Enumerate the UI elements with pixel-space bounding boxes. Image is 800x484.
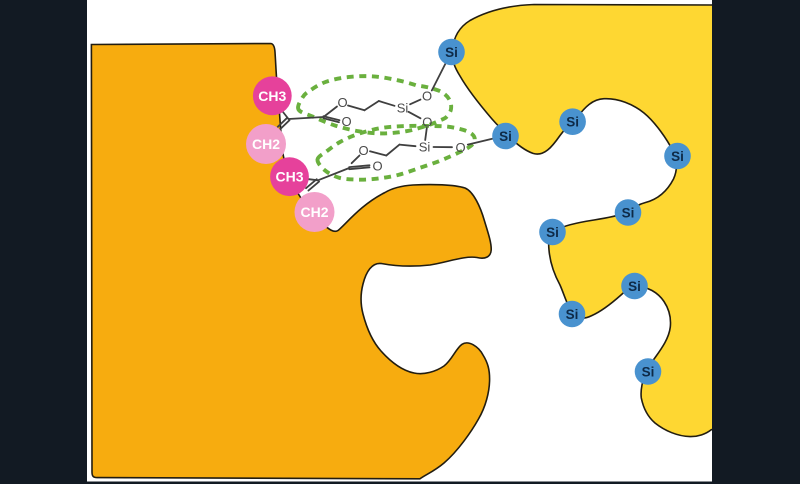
svg-text:CH3: CH3 bbox=[275, 169, 303, 185]
svg-text:CH3: CH3 bbox=[258, 88, 286, 104]
svg-text:Si: Si bbox=[566, 307, 579, 322]
svg-text:O: O bbox=[422, 89, 432, 104]
svg-text:O: O bbox=[455, 140, 465, 155]
svg-text:Si: Si bbox=[445, 45, 458, 60]
svg-text:O: O bbox=[372, 159, 382, 174]
svg-text:Si: Si bbox=[628, 279, 641, 294]
svg-text:O: O bbox=[337, 95, 347, 110]
svg-text:CH2: CH2 bbox=[252, 136, 280, 152]
svg-text:Si: Si bbox=[671, 149, 684, 164]
svg-text:Si: Si bbox=[397, 100, 409, 115]
svg-text:Si: Si bbox=[566, 115, 579, 130]
svg-text:O: O bbox=[422, 115, 432, 130]
svg-text:Si: Si bbox=[642, 365, 655, 380]
svg-text:CH2: CH2 bbox=[300, 204, 328, 220]
svg-text:O: O bbox=[358, 143, 368, 158]
svg-text:Si: Si bbox=[622, 206, 635, 221]
svg-text:Si: Si bbox=[546, 225, 559, 240]
svg-text:Si: Si bbox=[499, 129, 512, 144]
svg-text:O: O bbox=[341, 114, 351, 129]
svg-text:Si: Si bbox=[419, 139, 431, 154]
